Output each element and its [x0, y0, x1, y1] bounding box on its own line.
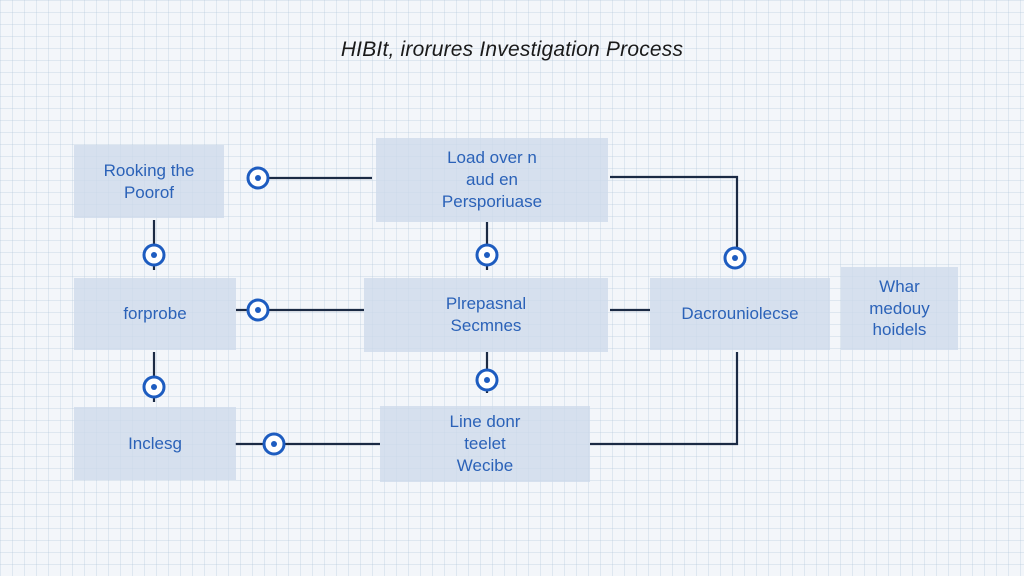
node-line-donr-teelet-wecibe: Line donr teelet Wecibe: [380, 406, 590, 482]
diagram-title: HIBIt, irorures Investigation Process: [340, 38, 684, 61]
edge-n2-n5: [610, 175, 739, 258]
node-whar-medouy-hoidels: Whar medouy hoidels: [841, 267, 958, 350]
node-inclesg: Inclesg: [74, 407, 236, 480]
node-forprobe: forprobe: [74, 278, 236, 350]
edge-n8-n5: [590, 352, 739, 446]
node-rooking-the-poorof: Rooking the Poorof: [74, 145, 224, 218]
node-dacrouniolecse: Dacrouniolecse: [650, 278, 830, 350]
node-load-over-persporiuase: Load over n aud en Persporiuase: [376, 138, 608, 222]
node-plrepasnal-secmnes: Plrepasnal Secmnes: [364, 278, 608, 352]
